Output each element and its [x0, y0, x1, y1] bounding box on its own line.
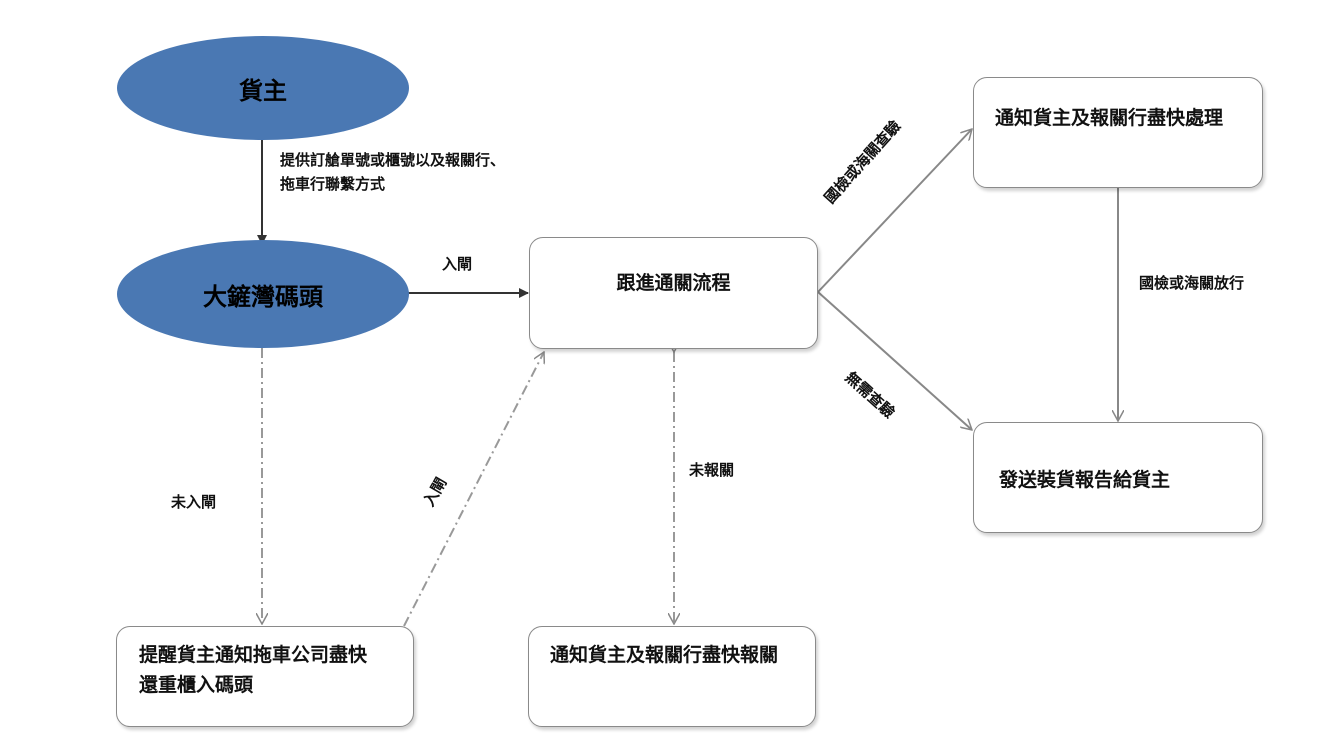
- node-remind-truck: 提醒貨主通知拖車公司盡快還重櫃入碼頭: [116, 626, 414, 727]
- label-not-declared: 未報關: [689, 458, 734, 482]
- label-not-gate-in: 未入閘: [171, 490, 216, 514]
- node-terminal: 大鏟灣碼頭: [117, 240, 409, 348]
- label-gate-in-text: 入閘: [442, 255, 473, 273]
- arrow-followup-to-inspection: [817, 129, 972, 293]
- node-terminal-label: 大鏟灣碼頭: [203, 282, 323, 311]
- node-send-report: 發送裝貨報告給貨主: [973, 422, 1263, 533]
- label-release: 國檢或海關放行: [1139, 271, 1244, 295]
- label-provide-info-text: 提供訂艙單號或櫃號以及報關行、拖車行聯繫方式: [280, 151, 506, 193]
- node-follow-up-label: 跟進通關流程: [616, 272, 731, 294]
- node-shipper: 貨主: [117, 36, 409, 140]
- node-send-report-label: 發送裝貨報告給貨主: [999, 469, 1171, 491]
- label-gate-in: 入閘: [442, 252, 472, 276]
- arrow-followup-to-report: [817, 291, 972, 430]
- label-not-gate-in-text: 未入閘: [171, 493, 217, 511]
- label-provide-info: 提供訂艙單號或櫃號以及報關行、拖車行聯繫方式: [280, 148, 510, 196]
- node-remind-truck-label: 提醒貨主通知拖車公司盡快還重櫃入碼頭: [139, 644, 368, 696]
- node-notify-inspection-label: 通知貨主及報關行盡快處理: [995, 107, 1224, 129]
- node-shipper-label: 貨主: [239, 76, 287, 105]
- node-notify-inspection: 通知貨主及報關行盡快處理: [973, 77, 1263, 188]
- node-notify-declare: 通知貨主及報關行盡快報關: [528, 626, 816, 727]
- label-release-text: 國檢或海關放行: [1139, 274, 1245, 292]
- label-not-declared-text: 未報關: [689, 461, 735, 479]
- node-follow-up: 跟進通關流程: [529, 237, 818, 349]
- node-notify-declare-label: 通知貨主及報關行盡快報關: [550, 644, 779, 666]
